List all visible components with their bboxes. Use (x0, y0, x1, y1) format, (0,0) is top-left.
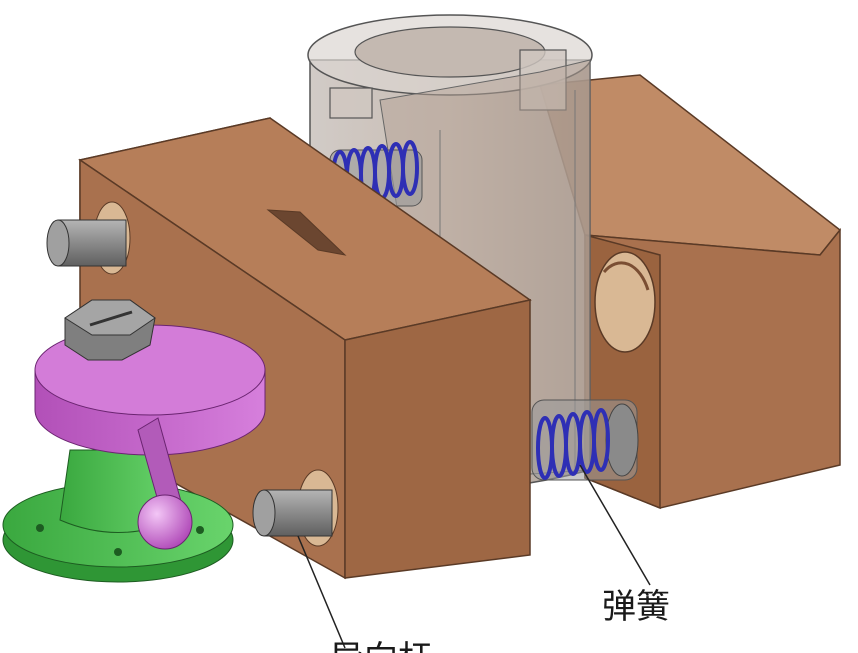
lower-spring (531, 399, 639, 481)
spring-label: 弹簧 (602, 587, 670, 627)
guide-pin-label: 导向杆 (330, 639, 432, 653)
hex-bolt (64, 299, 156, 361)
handle-lever (137, 417, 193, 550)
guide-pin-upper (46, 219, 127, 267)
guide-pin-leader-line (297, 535, 346, 649)
guide-pin-lower (252, 489, 333, 537)
spring-leader-line (579, 464, 651, 586)
